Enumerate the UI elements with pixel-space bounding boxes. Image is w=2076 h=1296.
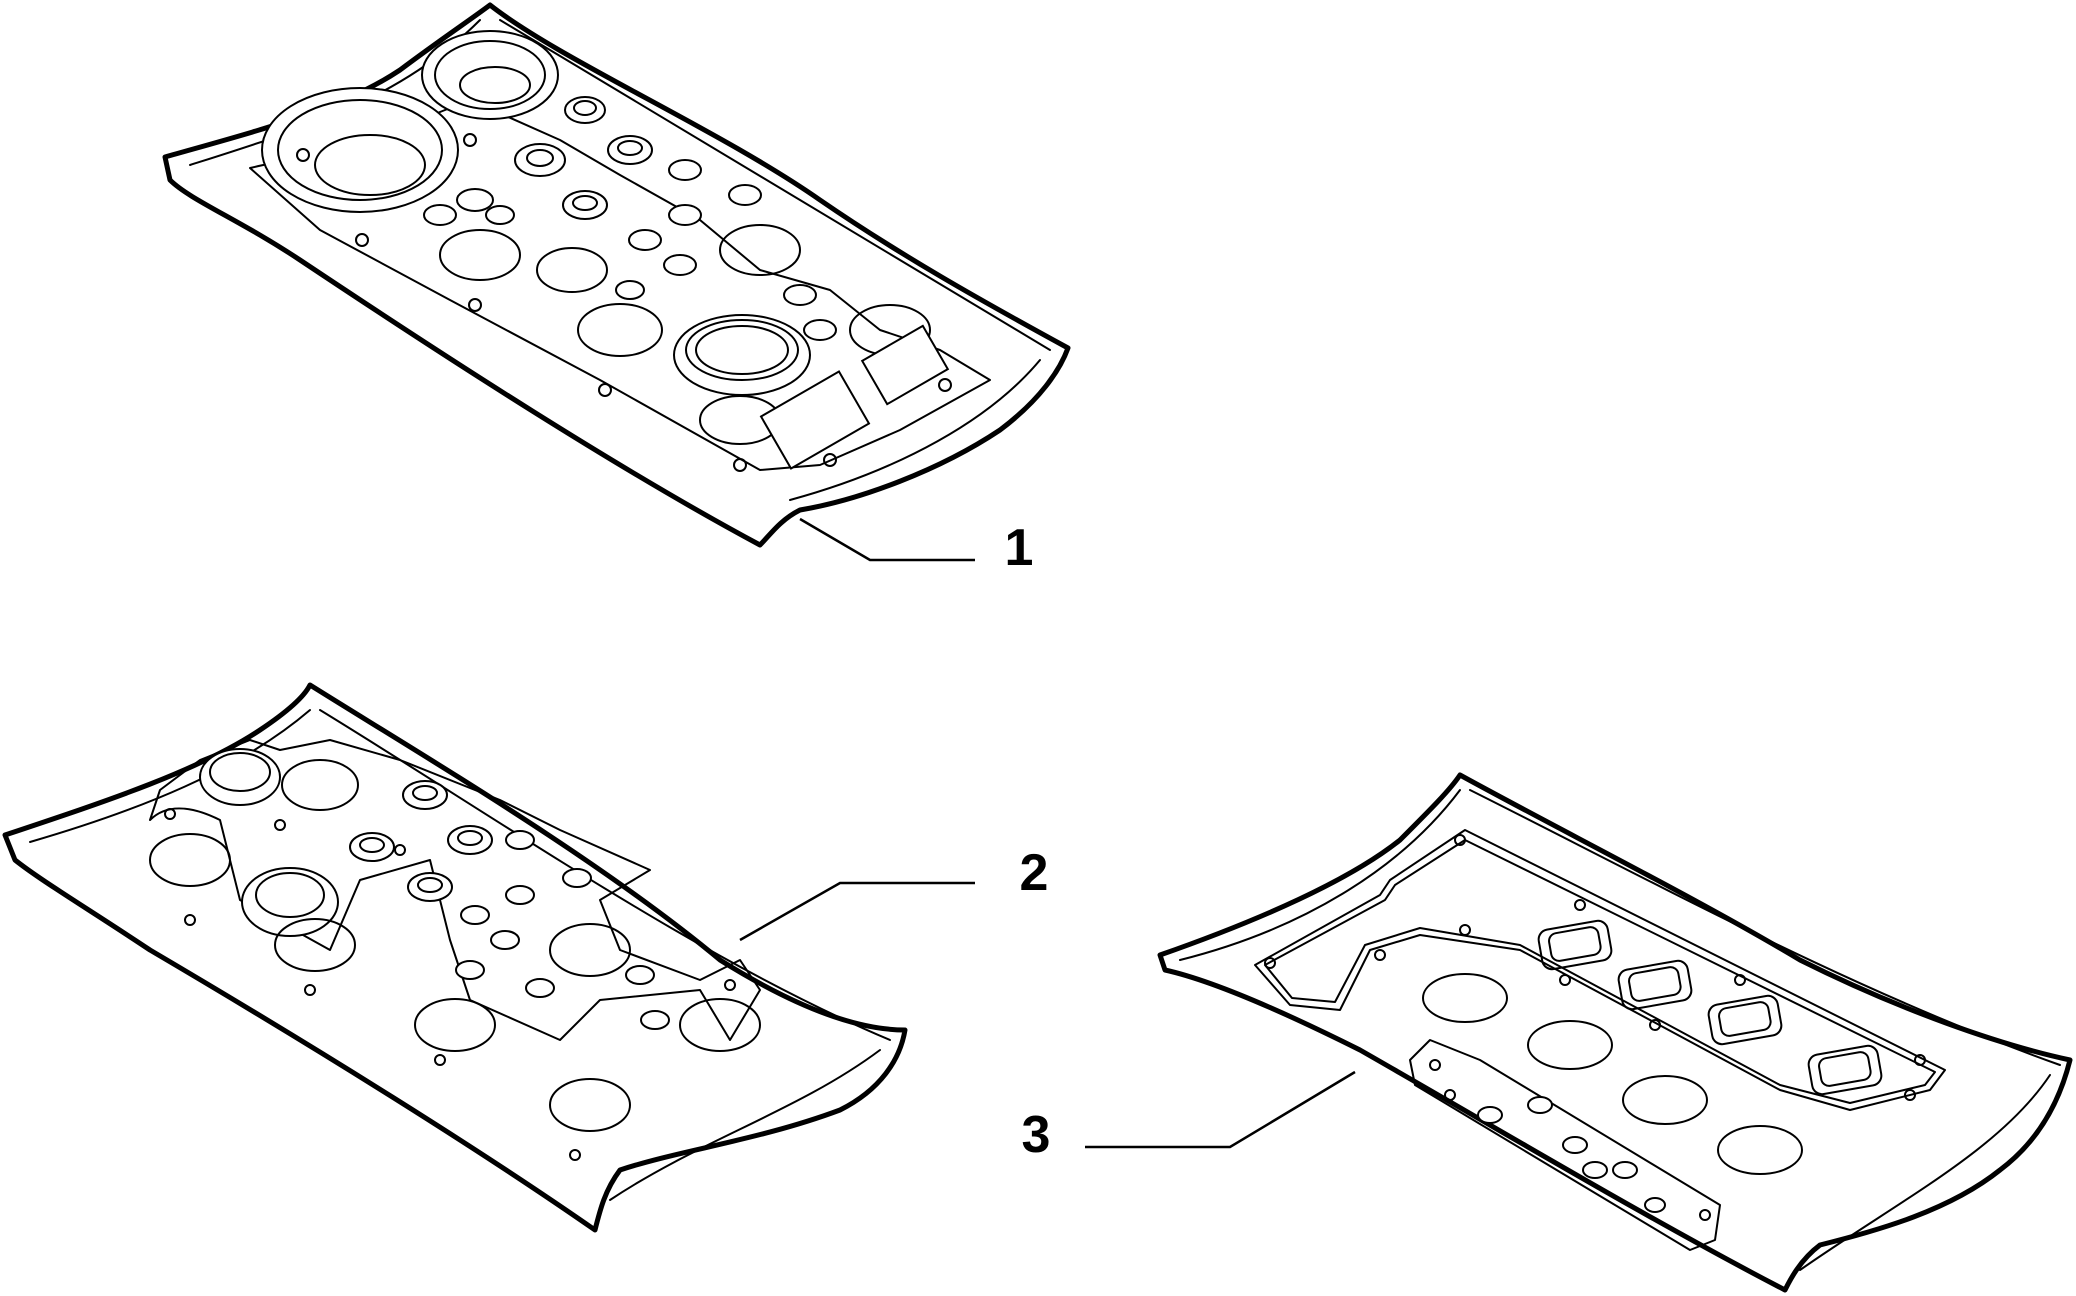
gasket-kit-part-3[interactable] <box>1157 772 2073 1293</box>
gasket-kit-part-2[interactable] <box>2 682 908 1233</box>
callout-label-1: 1 <box>1005 519 1034 577</box>
leader-line-1 <box>799 517 975 562</box>
callout-3: 3 <box>1022 1070 1356 1164</box>
callout-label-2: 2 <box>1020 844 1049 902</box>
gasket-sheet-3 <box>1157 772 2073 1293</box>
leader-line-3 <box>1085 1070 1356 1149</box>
gasket-kit-part-1[interactable] <box>162 2 1071 548</box>
callout-label-3: 3 <box>1022 1106 1051 1164</box>
callout-1: 1 <box>799 517 1034 577</box>
callout-2: 2 <box>739 844 1049 942</box>
leader-line-2 <box>739 881 975 942</box>
gasket-sheet-1 <box>162 2 1071 548</box>
